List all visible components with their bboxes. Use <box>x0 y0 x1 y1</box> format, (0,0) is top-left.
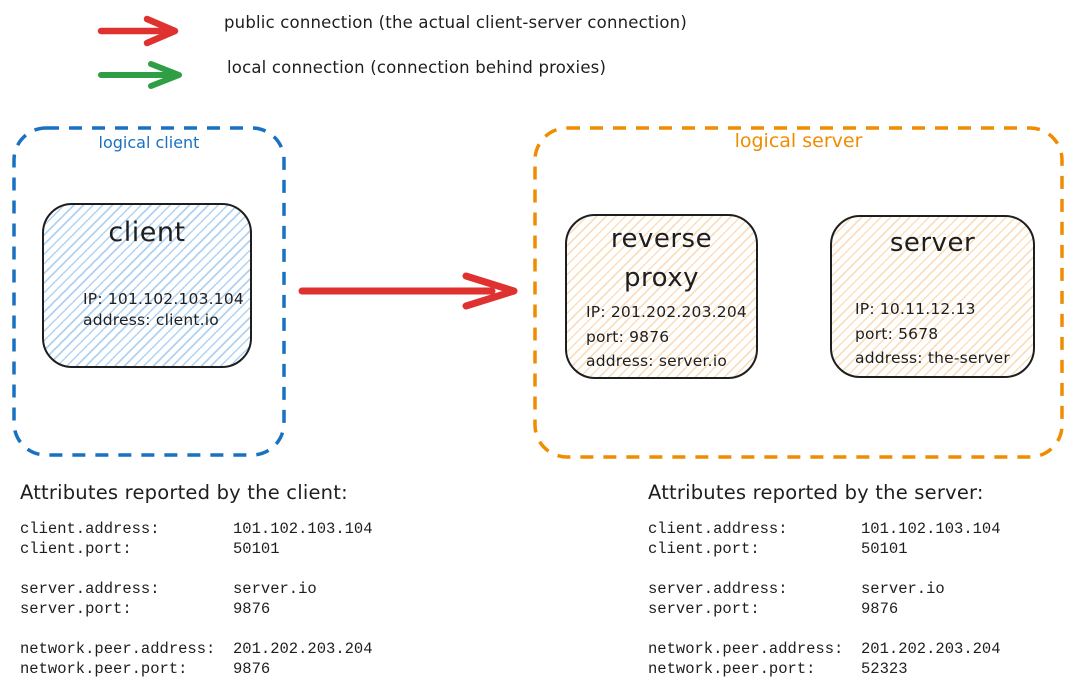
attribute-key: network.peer.address: <box>20 640 216 658</box>
attribute-key: server.address: <box>20 580 160 598</box>
server-node-title: server <box>889 228 976 258</box>
server-node-details: IP: 10.11.12.13 port: 5678 address: the-… <box>855 297 1010 371</box>
attribute-key: client.address: <box>20 520 160 538</box>
attribute-row: server.address: server.io <box>648 580 1068 600</box>
attribute-row: network.peer.port: 52323 <box>648 660 1068 680</box>
client-attributes-rows: client.address: 101.102.103.104 client.p… <box>20 520 440 679</box>
logical-server-border <box>533 126 1064 459</box>
server-ip-line: IP: 10.11.12.13 <box>855 300 976 318</box>
attribute-row: client.address: 101.102.103.104 <box>20 520 440 540</box>
client-to-server-arrow <box>298 272 518 310</box>
public-connection-arrow-icon <box>97 15 179 47</box>
client-address-line: address: client.io <box>83 311 219 329</box>
attribute-key: server.address: <box>648 580 788 598</box>
attribute-key: network.peer.port: <box>20 659 188 678</box>
attribute-value: 50101 <box>861 539 908 558</box>
public-connection-legend-label: public connection (the actual client-ser… <box>224 13 687 32</box>
logical-server-container: logical server <box>533 126 1064 459</box>
server-attributes-block: Attributes reported by the server: clien… <box>648 481 1068 679</box>
reverse-proxy-address-line: address: server.io <box>586 352 728 370</box>
server-port-line: port: 5678 <box>855 324 939 343</box>
reverse-proxy-port-line: port: 9876 <box>586 327 670 346</box>
attribute-value: 101.102.103.104 <box>233 520 373 538</box>
attribute-key: client.port: <box>648 539 760 558</box>
logical-server-label: logical server <box>734 130 863 152</box>
client-node: client IP: 101.102.103.104 address: clie… <box>42 203 252 368</box>
server-address-line: address: the-server <box>855 349 1010 367</box>
attribute-key: client.port: <box>20 539 132 558</box>
logical-client-border <box>12 126 286 457</box>
server-attributes-heading: Attributes reported by the server: <box>648 481 984 504</box>
reverse-proxy-node: reverse proxy IP: 201.202.203.204 port: … <box>565 214 758 379</box>
client-ip-line: IP: 101.102.103.104 <box>83 290 244 308</box>
local-connection-legend-label: local connection (connection behind prox… <box>227 58 607 77</box>
attribute-value: server.io <box>233 580 317 598</box>
attribute-value: 201.202.203.204 <box>861 640 1001 658</box>
attribute-value: 9876 <box>233 599 271 618</box>
attribute-value: 52323 <box>861 659 908 678</box>
logical-client-container: logical client <box>12 126 286 457</box>
attribute-key: network.peer.address: <box>648 640 844 658</box>
attribute-key: server.port: <box>648 599 760 618</box>
reverse-proxy-ip-line: IP: 201.202.203.204 <box>586 303 747 321</box>
client-attributes-heading: Attributes reported by the client: <box>20 481 348 504</box>
attribute-value: 50101 <box>233 539 280 558</box>
attribute-row: client.port: 50101 <box>648 540 1068 560</box>
reverse-proxy-node-title: reverse proxy <box>610 224 713 293</box>
attribute-row: server.address: server.io <box>20 580 440 600</box>
server-attributes-rows: client.address: 101.102.103.104 client.p… <box>648 520 1068 679</box>
attribute-value: 9876 <box>861 599 899 618</box>
attribute-value: 201.202.203.204 <box>233 640 373 658</box>
attribute-value: 101.102.103.104 <box>861 520 1001 538</box>
client-node-title: client <box>108 217 186 248</box>
attribute-key: server.port: <box>20 599 132 618</box>
attribute-key: network.peer.port: <box>648 659 816 678</box>
attribute-row: client.address: 101.102.103.104 <box>648 520 1068 540</box>
attribute-value: server.io <box>861 580 945 598</box>
server-node: server IP: 10.11.12.13 port: 5678 addres… <box>830 215 1035 378</box>
attribute-row: network.peer.address: 201.202.203.204 <box>648 640 1068 660</box>
attribute-row: client.port: 50101 <box>20 540 440 560</box>
attribute-row: network.peer.address: 201.202.203.204 <box>20 640 440 660</box>
client-attributes-block: Attributes reported by the client: clien… <box>20 481 440 679</box>
logical-client-label: logical client <box>98 133 200 152</box>
attribute-value: 9876 <box>233 659 271 678</box>
local-connection-arrow-icon <box>98 61 182 89</box>
attribute-row: network.peer.port: 9876 <box>20 660 440 680</box>
client-node-details: IP: 101.102.103.104 address: client.io <box>83 289 244 331</box>
reverse-proxy-node-details: IP: 201.202.203.204 port: 9876 address: … <box>586 300 747 374</box>
attribute-key: client.address: <box>648 520 788 538</box>
attribute-row: server.port: 9876 <box>20 600 440 620</box>
attribute-row: server.port: 9876 <box>648 600 1068 620</box>
